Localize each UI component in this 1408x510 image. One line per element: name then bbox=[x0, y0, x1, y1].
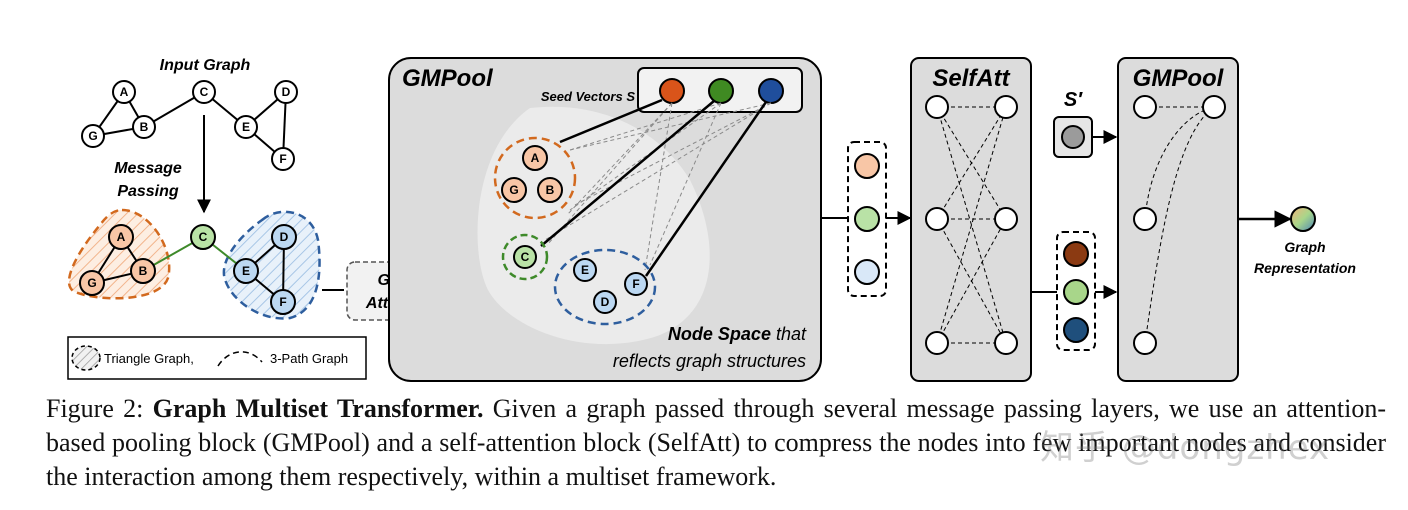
s-prime-node bbox=[1061, 125, 1085, 149]
figure-diagram: Input Graph A G B C E D F Message Passin… bbox=[67, 57, 1356, 382]
node-space-caption-2: reflects graph structures bbox=[613, 351, 806, 371]
seed-attention-solid-lines bbox=[540, 98, 768, 277]
seed-vector-blue bbox=[758, 78, 784, 104]
selfatt-panel bbox=[910, 57, 1032, 382]
graph-representation-label-1: Graph bbox=[1284, 239, 1325, 255]
message-passing-label-1: Message bbox=[114, 160, 182, 177]
node-label-c: C bbox=[199, 230, 208, 244]
selfatt-output-node-blue bbox=[1063, 317, 1089, 343]
cluster-blue-nodes: E D F bbox=[573, 258, 648, 314]
caption-body: Given a graph passed through several mes… bbox=[46, 394, 1387, 491]
node-label-a: A bbox=[117, 230, 126, 244]
node-label-e: E bbox=[242, 264, 250, 278]
node-label-b: B bbox=[546, 183, 555, 197]
cluster-green bbox=[501, 233, 549, 281]
selfatt-output-node-brown bbox=[1063, 241, 1089, 267]
pooled-node-orange bbox=[854, 153, 880, 179]
graph-representation-label-2: Representation bbox=[1254, 260, 1356, 276]
caption-label: Figure 2: bbox=[46, 394, 144, 423]
s-prime-label: S′ bbox=[1064, 89, 1083, 111]
cluster-orange bbox=[493, 136, 577, 220]
input-graph-nodes: A G B C E D F bbox=[81, 80, 298, 171]
passed-graph-nodes: A G B C E D F bbox=[79, 224, 297, 315]
figure-caption: Figure 2: Graph Multiset Transformer. Gi… bbox=[46, 392, 1386, 494]
graph-representation-node bbox=[1290, 206, 1316, 232]
cluster-blue bbox=[553, 248, 657, 326]
cluster-orange-nodes: A G B bbox=[501, 145, 563, 203]
selfatt-output-node-green bbox=[1063, 279, 1089, 305]
seed-vector-orange bbox=[659, 78, 685, 104]
pooled-node-blue bbox=[854, 259, 880, 285]
triangle-legend-swatch bbox=[71, 345, 101, 371]
gmpool2-title: GMPool bbox=[1133, 65, 1225, 92]
node-label-d: D bbox=[282, 85, 291, 99]
node-label-g: G bbox=[87, 276, 96, 290]
gmpool-title: GMPool bbox=[402, 65, 494, 92]
path-legend-swatch bbox=[217, 351, 263, 367]
node-label-c: C bbox=[200, 85, 209, 99]
node-label-f: F bbox=[279, 295, 286, 309]
node-label-c: C bbox=[521, 250, 530, 264]
node-label-d: D bbox=[280, 230, 289, 244]
node-label-a: A bbox=[120, 85, 129, 99]
caption-title: Graph Multiset Transformer. bbox=[152, 394, 484, 423]
seed-vector-green bbox=[708, 78, 734, 104]
legend-box bbox=[67, 336, 367, 380]
node-space-caption-1: Node Space that bbox=[668, 324, 807, 344]
legend-path-label: 3-Path Graph bbox=[270, 351, 348, 366]
input-graph-title: Input Graph bbox=[160, 57, 251, 74]
message-passing-label-2: Passing bbox=[117, 183, 179, 200]
seed-vectors-label: Seed Vectors S bbox=[541, 89, 636, 104]
pooled-node-green bbox=[854, 206, 880, 232]
node-label-f: F bbox=[632, 277, 639, 291]
node-label-f: F bbox=[279, 152, 286, 166]
node-label-e: E bbox=[242, 120, 250, 134]
gmpool2-nodes bbox=[1133, 95, 1226, 355]
seed-attention-dashed-lines bbox=[544, 102, 772, 271]
node-label-d: D bbox=[601, 295, 610, 309]
node-label-g: G bbox=[509, 183, 518, 197]
node-label-a: A bbox=[531, 151, 540, 165]
selfatt-title: SelfAtt bbox=[932, 65, 1010, 92]
legend-triangle-label: Triangle Graph, bbox=[104, 351, 194, 366]
node-label-e: E bbox=[581, 263, 589, 277]
node-label-b: B bbox=[140, 120, 149, 134]
node-label-b: B bbox=[139, 264, 148, 278]
node-label-g: G bbox=[88, 129, 97, 143]
selfatt-nodes bbox=[925, 95, 1018, 355]
